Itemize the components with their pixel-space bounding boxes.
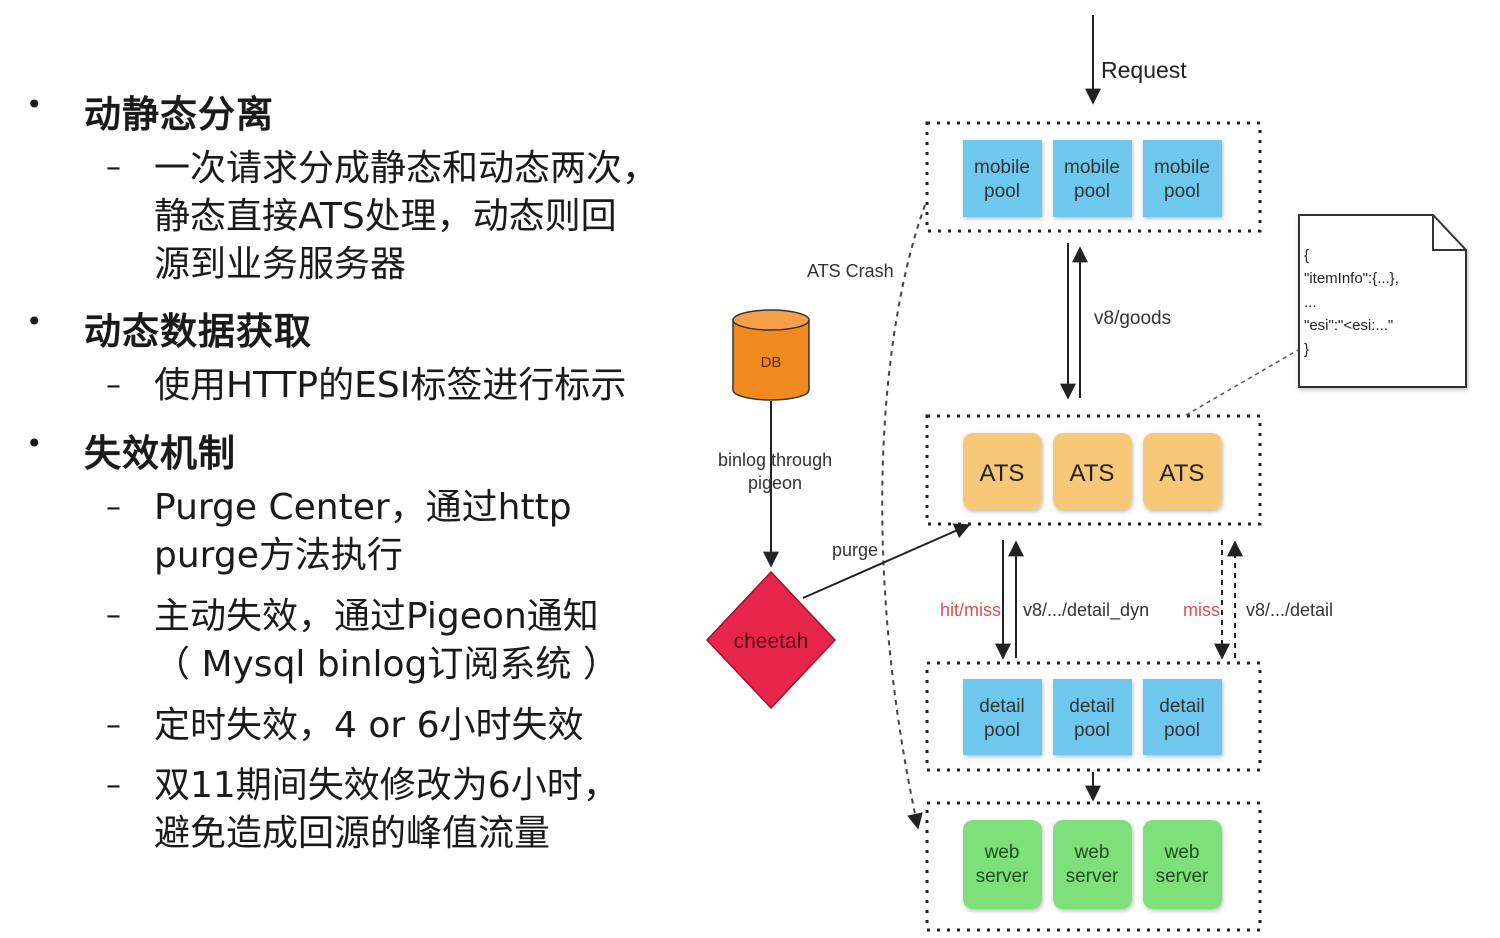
sub-dash: – xyxy=(106,708,121,743)
v8-goods-label: v8/goods xyxy=(1094,308,1171,329)
esi-note-document: { "itemInfo":{...}, ... "esi":"<esi:..."… xyxy=(1298,214,1467,388)
svg-text:server: server xyxy=(976,866,1029,887)
sub-dash: – xyxy=(106,150,121,185)
svg-text:detail: detail xyxy=(1159,696,1204,717)
sub-dash: – xyxy=(106,490,121,525)
pigeon-label: pigeon xyxy=(748,473,802,493)
bullet-list: • 动静态分离 – 一次请求分成静态和动态两次， 静态直接ATS处理，动态则回 … xyxy=(0,0,720,938)
svg-text:"itemInfo":{...},: "itemInfo":{...}, xyxy=(1304,270,1399,287)
mobile-pool-box: mobile pool xyxy=(963,140,1042,217)
purge-arrow xyxy=(802,523,971,599)
mobile-pool-box: mobile pool xyxy=(1143,140,1222,217)
request-label: Request xyxy=(1101,57,1187,83)
svg-text:cheetah: cheetah xyxy=(734,630,809,653)
binlog-label: binlog through xyxy=(718,450,832,470)
svg-text:pool: pool xyxy=(1164,181,1200,202)
sub-text-line: 主动失效，通过Pigeon通知 xyxy=(154,596,599,637)
bullet-heading-invalidation: 失效机制 xyxy=(84,432,236,475)
sub-text-line: Purge Center，通过http xyxy=(154,487,572,528)
svg-text:detail: detail xyxy=(1069,696,1114,717)
sub-dash: – xyxy=(106,768,121,803)
ats-crash-path xyxy=(881,204,926,830)
svg-text:mobile: mobile xyxy=(1064,157,1120,178)
db-cylinder: DB xyxy=(732,309,810,401)
svg-text:}: } xyxy=(1304,341,1309,358)
svg-text:detail: detail xyxy=(979,696,1024,717)
svg-text:server: server xyxy=(1156,866,1209,887)
svg-text:mobile: mobile xyxy=(974,157,1030,178)
svg-text:...: ... xyxy=(1304,294,1317,311)
sub-text-line: 静态直接ATS处理，动态则回 xyxy=(154,196,617,237)
bullet-dot: • xyxy=(26,305,43,338)
svg-text:web: web xyxy=(1074,842,1110,863)
sub-dash: – xyxy=(106,368,121,403)
detail-pool-box: detail pool xyxy=(1143,679,1222,755)
ats-box: ATS xyxy=(1143,433,1222,510)
ats-box: ATS xyxy=(1053,433,1132,510)
detail-dyn-label: v8/.../detail_dyn xyxy=(1023,600,1149,621)
sub-dash: – xyxy=(106,598,121,633)
svg-text:ATS: ATS xyxy=(1070,460,1115,487)
cheetah-diamond: cheetah xyxy=(705,570,837,710)
svg-text:pool: pool xyxy=(984,181,1020,202)
detail-pool-box: detail pool xyxy=(963,679,1042,755)
svg-text:ATS: ATS xyxy=(1160,460,1205,487)
sub-text-line: 定时失效，4 or 6小时失效 xyxy=(154,705,584,746)
web-server-box: web server xyxy=(1053,820,1132,909)
bullet-heading-dynamic-data: 动态数据获取 xyxy=(84,310,312,353)
svg-text:server: server xyxy=(1066,866,1119,887)
hit-miss-label: hit/miss xyxy=(940,600,1001,620)
sub-text-line: 使用HTTP的ESI标签进行标示 xyxy=(154,365,627,406)
purge-label: purge xyxy=(832,540,878,560)
svg-text:ATS: ATS xyxy=(980,460,1025,487)
svg-text:"esi":"<esi:...": "esi":"<esi:..." xyxy=(1304,317,1393,334)
svg-text:pool: pool xyxy=(1074,720,1110,741)
sub-text-line: 双11期间失效修改为6小时， xyxy=(154,765,619,806)
svg-text:mobile: mobile xyxy=(1154,157,1210,178)
ats-box: ATS xyxy=(963,433,1042,510)
svg-text:pool: pool xyxy=(984,720,1020,741)
svg-text:{: { xyxy=(1304,247,1309,264)
svg-text:pool: pool xyxy=(1164,720,1200,741)
sub-text-line: purge方法执行 xyxy=(154,535,403,576)
bullet-dot: • xyxy=(26,88,43,121)
esi-note-connector xyxy=(1185,349,1299,416)
detail-label: v8/.../detail xyxy=(1246,600,1333,620)
ats-crash-label: ATS Crash xyxy=(807,261,894,281)
bullet-heading-separation: 动静态分离 xyxy=(84,93,274,136)
svg-text:pool: pool xyxy=(1074,181,1110,202)
web-server-box: web server xyxy=(1143,820,1222,909)
sub-text-line: 源到业务服务器 xyxy=(154,244,407,285)
miss-label: miss xyxy=(1183,600,1220,620)
mobile-pool-box: mobile pool xyxy=(1053,140,1132,217)
svg-text:DB: DB xyxy=(761,354,782,371)
svg-text:web: web xyxy=(1164,842,1200,863)
sub-text-line: （ Mysql binlog订阅系统 ） xyxy=(154,644,619,685)
detail-pool-box: detail pool xyxy=(1053,679,1132,755)
svg-text:web: web xyxy=(984,842,1020,863)
sub-text-line: 一次请求分成静态和动态两次， xyxy=(154,148,659,189)
bullet-dot: • xyxy=(26,427,43,460)
web-server-box: web server xyxy=(963,820,1042,909)
sub-text-line: 避免造成回源的峰值流量 xyxy=(154,813,551,854)
